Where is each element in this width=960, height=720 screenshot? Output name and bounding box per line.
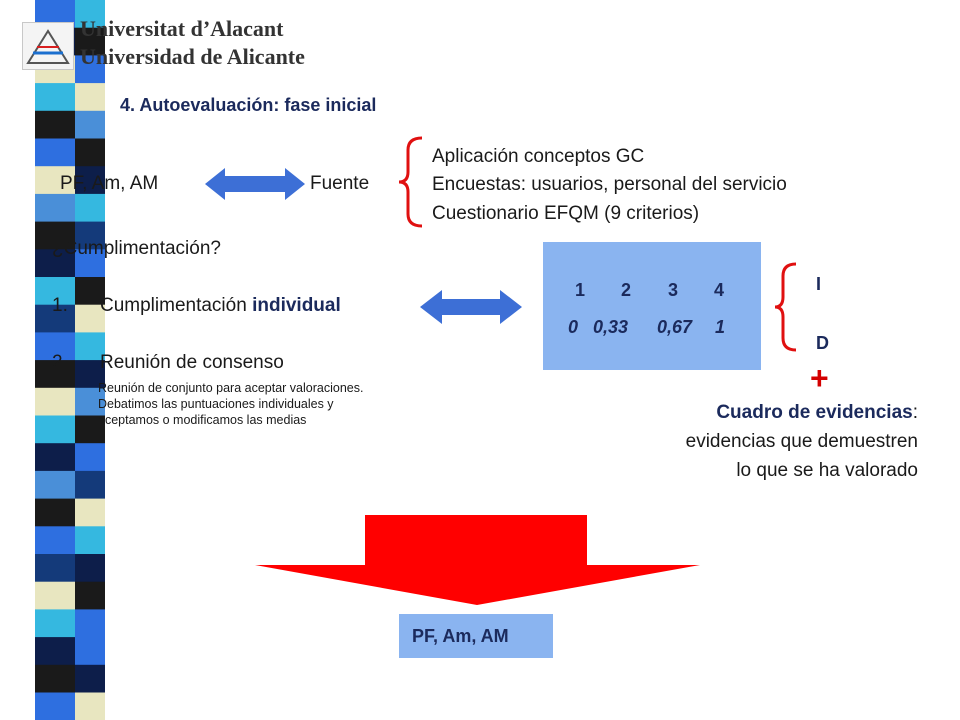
idi-bottom-letter: D — [816, 333, 829, 353]
decorative-stripe — [0, 0, 110, 720]
stripe-block — [75, 637, 105, 666]
stripe-block — [35, 387, 75, 417]
step-1-number: 1. — [52, 295, 68, 316]
stripe-block — [75, 110, 105, 140]
stripe-block — [75, 526, 105, 555]
stripe-block — [75, 554, 105, 583]
scale-level-2: 2 — [621, 280, 632, 300]
stripe-block — [35, 138, 75, 168]
evidence-line-2: evidencias que demuestren — [685, 431, 918, 452]
step-2-detail-1: Reunión de conjunto para aceptar valorac… — [98, 381, 364, 395]
evidence-colon: : — [912, 402, 918, 423]
stripe-block — [75, 221, 105, 251]
logo-mark-icon — [26, 29, 70, 64]
left-top-label: PF, Am, AM — [60, 173, 159, 194]
scale-level-3: 3 — [668, 280, 679, 300]
evidence-title-text: Cuadro de evidencias — [716, 402, 913, 423]
stripe-block — [75, 83, 105, 112]
scale-box: 1 2 3 4 0 0,33 0,67 1 — [543, 242, 761, 370]
stripe-block — [75, 193, 105, 223]
plus-sign: + — [810, 360, 829, 396]
stripe-block — [75, 138, 105, 168]
double-arrow-icon — [420, 290, 522, 324]
source-item-1: Aplicación conceptos GC — [432, 146, 645, 167]
stripe-block — [35, 498, 75, 528]
stripe-block — [75, 304, 105, 334]
stripe-block — [35, 83, 75, 112]
scale-level-4: 4 — [714, 280, 725, 300]
section-title: 4. Autoevaluación: fase inicial — [120, 95, 377, 115]
stripe-block — [35, 637, 75, 666]
stripe-block — [75, 249, 105, 278]
stripe-block — [35, 110, 75, 140]
source-item-2: Encuestas: usuarios, personal del servic… — [432, 174, 787, 195]
step-2-number: 2. — [52, 352, 68, 373]
scale-value-2: 0,33 — [593, 317, 629, 337]
evidence-title: Cuadro de evidencias: — [716, 402, 918, 424]
step-2-detail-2: Debatimos las puntuaciones individuales … — [98, 397, 334, 411]
step-1-emphasis: individual — [252, 295, 341, 316]
stripe-block — [75, 609, 105, 639]
step-1-text: Cumplimentación — [100, 295, 253, 316]
stripe-block — [35, 664, 75, 694]
university-name-ca: Universitat d’Alacant — [80, 16, 284, 41]
university-logo — [22, 22, 74, 70]
stripe-block — [75, 166, 105, 195]
stripe-block — [35, 304, 75, 334]
stripe-block — [75, 387, 105, 417]
left-brace-icon — [398, 136, 423, 228]
result-label: PF, Am, AM — [412, 626, 509, 646]
step-1-label: Cumplimentación individual — [100, 295, 341, 317]
stripe-block — [35, 360, 75, 389]
stripe-block — [75, 27, 105, 57]
stripe-block — [35, 554, 75, 583]
university-name-es: Universidad de Alicante — [80, 44, 305, 69]
source-label: Fuente — [310, 173, 370, 194]
stripe-block — [35, 443, 75, 472]
stripe-block — [35, 166, 75, 195]
double-arrow-icon — [205, 168, 305, 200]
evidence-line-3: lo que se ha valorado — [736, 460, 918, 481]
stripe-block — [35, 526, 75, 555]
left-brace-icon — [774, 262, 797, 352]
scale-value-4: 1 — [715, 317, 726, 337]
stripe-block — [75, 332, 105, 362]
stripe-block — [75, 415, 105, 445]
scale-value-3: 0,67 — [657, 317, 693, 337]
stripe-block — [35, 609, 75, 639]
stripe-block — [35, 249, 75, 278]
stripe-block — [35, 221, 75, 251]
result-box: PF, Am, AM — [399, 614, 553, 658]
question-label: ¿Cumplimentación? — [52, 238, 221, 259]
scale-value-1: 0 — [568, 317, 579, 337]
step-2-detail-3: aceptamos o modificamos las medias — [98, 413, 307, 427]
stripe-block — [75, 470, 105, 500]
stripe-block — [75, 55, 105, 85]
stripe-block — [35, 581, 75, 611]
down-arrow-icon — [255, 515, 700, 605]
stripe-block — [75, 692, 105, 720]
stripe-block — [75, 277, 105, 306]
stripe-block — [35, 332, 75, 362]
scale-level-1: 1 — [575, 280, 586, 300]
stripe-block — [75, 581, 105, 611]
stripe-block — [35, 415, 75, 445]
stripe-block — [75, 360, 105, 389]
step-2-label: Reunión de consenso — [100, 352, 284, 373]
stripe-block — [75, 0, 105, 29]
stripe-block — [35, 193, 75, 223]
source-item-3: Cuestionario EFQM (9 criterios) — [432, 203, 700, 224]
stripe-block — [75, 664, 105, 694]
idi-top-letter: I — [816, 274, 822, 294]
stripe-block — [35, 277, 75, 306]
stripe-block — [35, 470, 75, 500]
stripe-block — [75, 443, 105, 472]
stripe-block — [75, 498, 105, 528]
stripe-block — [35, 692, 75, 720]
